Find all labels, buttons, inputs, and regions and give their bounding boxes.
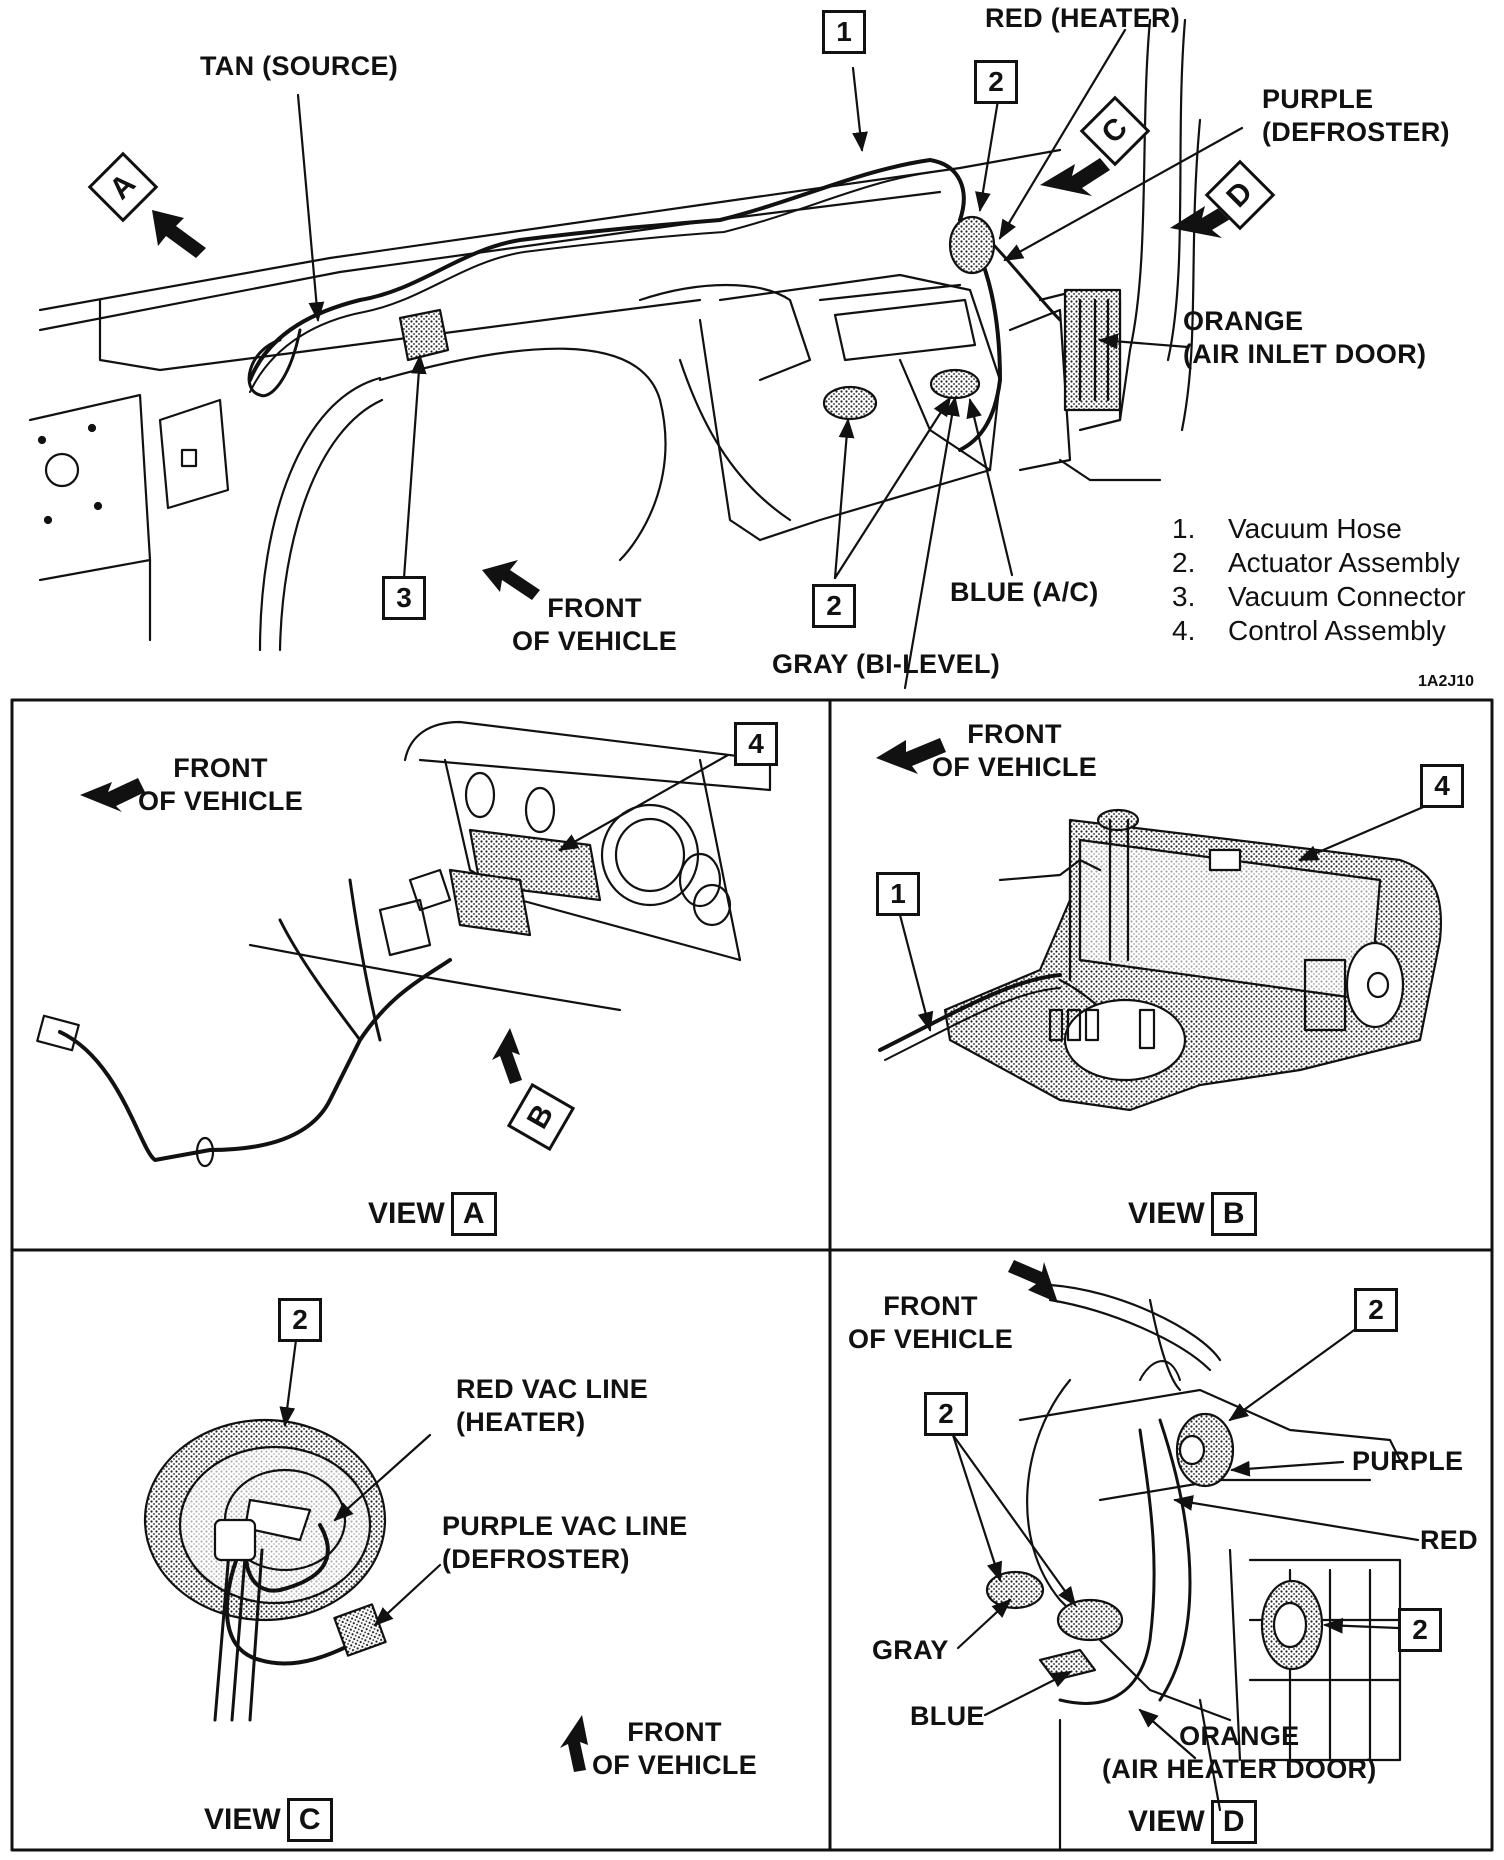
view-d-callout-2-left: 2 — [924, 1392, 968, 1436]
legend-num-3: 3. — [1172, 581, 1196, 612]
va-front-1: FRONT — [173, 753, 268, 783]
orange-label-line1: ORANGE — [1183, 306, 1304, 336]
callout-2-actuator-bottom: 2 — [812, 584, 856, 628]
vd-front-2: OF VEHICLE — [848, 1324, 1014, 1354]
legend-item-1: 1. Vacuum Hose — [1172, 512, 1402, 546]
view-d-blue-label: BLUE — [910, 1701, 985, 1731]
vd-orange-2: (AIR HEATER DOOR) — [1102, 1754, 1377, 1784]
vc-purple-1: PURPLE VAC LINE — [442, 1511, 688, 1541]
view-b-word: VIEW — [1128, 1197, 1205, 1230]
view-d-purple-label: PURPLE — [1352, 1446, 1464, 1476]
view-c-callout-2: 2 — [278, 1298, 322, 1342]
view-d-callout-2-top: 2 — [1354, 1288, 1398, 1332]
legend-text-3: Vacuum Connector — [1228, 581, 1466, 612]
vc-front-1: FRONT — [627, 1717, 722, 1747]
blue-ac-label: BLUE (A/C) — [950, 577, 1099, 607]
purple-label-line2: (DEFROSTER) — [1262, 117, 1450, 147]
vb-front-2: OF VEHICLE — [932, 752, 1098, 782]
vc-red-1: RED VAC LINE — [456, 1374, 649, 1404]
legend-num-1: 1. — [1172, 513, 1196, 544]
view-a-word: VIEW — [368, 1197, 445, 1230]
view-d-callout-2-right: 2 — [1398, 1608, 1442, 1652]
front-line1: FRONT — [547, 593, 642, 623]
callout-2-actuator-top: 2 — [974, 60, 1018, 104]
va-front-2: OF VEHICLE — [138, 786, 304, 816]
tan-source-label: TAN (SOURCE) — [200, 51, 399, 81]
view-c-red-vac-line-label: RED VAC LINE(HEATER) — [456, 1373, 648, 1439]
vd-front-1: FRONT — [883, 1291, 978, 1321]
legend-num-4: 4. — [1172, 615, 1196, 646]
callout-1-vacuum-hose: 1 — [822, 10, 866, 54]
legend-item-4: 4. Control Assembly — [1172, 614, 1446, 648]
vc-purple-2: (DEFROSTER) — [442, 1544, 630, 1574]
view-d-letter: D — [1210, 1800, 1257, 1844]
orange-label-line2: (AIR INLET DOOR) — [1183, 339, 1427, 369]
view-b-letter: B — [1210, 1192, 1257, 1236]
view-a-letter: A — [450, 1192, 497, 1236]
view-d-word: VIEW — [1128, 1805, 1205, 1838]
legend-text-2: Actuator Assembly — [1228, 547, 1460, 578]
vc-front-2: OF VEHICLE — [592, 1750, 758, 1780]
figure-code: 1A2J10 — [1418, 673, 1475, 690]
legend-item-2: 2. Actuator Assembly — [1172, 546, 1460, 580]
view-b-callout-4: 4 — [1420, 764, 1464, 808]
view-c-letter: C — [286, 1798, 333, 1842]
callout-3-vacuum-connector: 3 — [382, 576, 426, 620]
vd-orange-1: ORANGE — [1179, 1721, 1300, 1751]
purple-label-line1: PURPLE — [1262, 84, 1374, 114]
vb-front-1: FRONT — [967, 719, 1062, 749]
view-d-orange-label: ORANGE(AIR HEATER DOOR) — [1102, 1720, 1377, 1786]
legend-item-3: 3. Vacuum Connector — [1172, 580, 1466, 614]
view-d-red-label: RED — [1420, 1525, 1478, 1555]
red-heater-label: RED (HEATER) — [985, 3, 1181, 33]
gray-bilevel-label: GRAY (BI-LEVEL) — [772, 649, 1001, 679]
view-c-purple-vac-line-label: PURPLE VAC LINE(DEFROSTER) — [442, 1510, 688, 1576]
legend-text-4: Control Assembly — [1228, 615, 1446, 646]
view-a-callout-4: 4 — [734, 722, 778, 766]
legend-text-1: Vacuum Hose — [1228, 513, 1402, 544]
view-d-gray-label: GRAY — [872, 1635, 949, 1665]
front-line2: OF VEHICLE — [512, 626, 678, 656]
purple-defroster-label: PURPLE(DEFROSTER) — [1262, 83, 1450, 149]
legend-num-2: 2. — [1172, 547, 1196, 578]
view-b-callout-1: 1 — [876, 872, 920, 916]
orange-air-inlet-label: ORANGE(AIR INLET DOOR) — [1183, 305, 1426, 371]
vc-red-2: (HEATER) — [456, 1407, 586, 1437]
view-c-word: VIEW — [204, 1803, 281, 1836]
